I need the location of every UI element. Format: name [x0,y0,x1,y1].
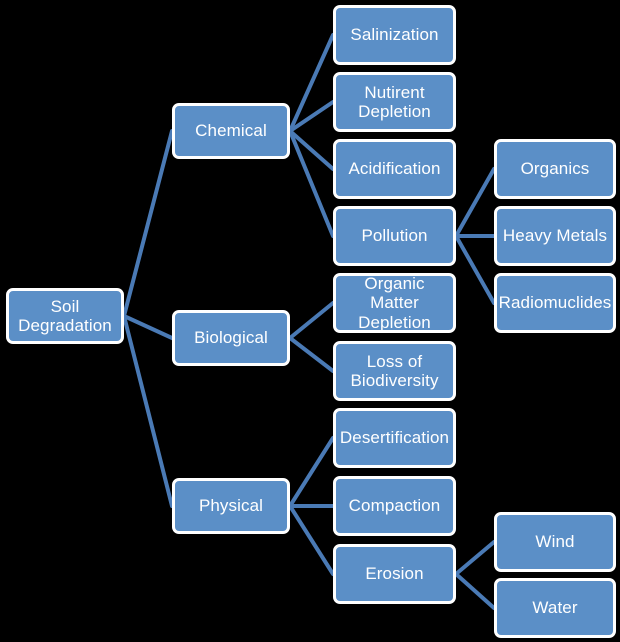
node-biological[interactable]: Biological [172,310,290,366]
connector-erosion-to-wind [454,540,496,576]
connector-chemical-to-pollution [288,129,335,238]
node-label-desertification: Desertification [339,428,450,448]
node-acidification[interactable]: Acidification [333,139,456,199]
node-salinization[interactable]: Salinization [333,5,456,65]
connector-chemical-to-acidification [288,129,335,171]
node-label-chemical: Chemical [195,121,267,141]
node-label-salinization: Salinization [350,25,439,45]
node-label-biological: Biological [194,328,268,348]
node-desertification[interactable]: Desertification [333,408,456,468]
node-label-erosion: Erosion [365,564,424,584]
node-label-pollution: Pollution [361,226,428,246]
connector-soil-degradation-to-physical [122,314,174,508]
node-label-physical: Physical [198,496,264,516]
node-compaction[interactable]: Compaction [333,476,456,536]
connector-chemical-to-nutirent-depletion [288,100,335,133]
node-label-organics: Organics [520,159,590,179]
node-label-compaction: Compaction [348,496,441,516]
node-label-organic-matter-depletion: Organic Matter Depletion [358,274,431,332]
connector-pollution-to-radiomuclides [454,234,496,305]
node-label-wind: Wind [535,532,575,552]
node-chemical[interactable]: Chemical [172,103,290,159]
node-label-acidification: Acidification [348,159,441,179]
connector-chemical-to-salinization [288,33,335,133]
connector-erosion-to-water [454,572,496,610]
connector-soil-degradation-to-biological [122,314,174,340]
node-organics[interactable]: Organics [494,139,616,199]
node-label-soil-degradation: Soil Degradation [18,296,112,335]
node-label-heavy-metals: Heavy Metals [502,226,608,246]
connector-physical-to-desertification [288,436,335,508]
node-loss-of-biodiversity[interactable]: Loss of Biodiversity [333,341,456,401]
node-physical[interactable]: Physical [172,478,290,534]
connector-soil-degradation-to-chemical [122,129,174,318]
node-erosion[interactable]: Erosion [333,544,456,604]
node-wind[interactable]: Wind [494,512,616,572]
node-label-loss-of-biodiversity: Loss of Biodiversity [350,351,439,390]
node-organic-matter-depletion[interactable]: Organic Matter Depletion [333,273,456,333]
node-pollution[interactable]: Pollution [333,206,456,266]
node-radiomuclides[interactable]: Radiomuclides [494,273,616,333]
connector-physical-to-erosion [288,504,335,576]
node-nutirent-depletion[interactable]: Nutirent Depletion [333,72,456,132]
connector-biological-to-organic-matter-depletion [288,301,335,340]
connector-biological-to-loss-of-biodiversity [288,336,335,373]
node-heavy-metals[interactable]: Heavy Metals [494,206,616,266]
node-label-water: Water [532,598,578,618]
node-soil-degradation[interactable]: Soil Degradation [6,288,124,344]
connector-pollution-to-organics [454,167,496,238]
node-water[interactable]: Water [494,578,616,638]
node-label-radiomuclides: Radiomuclides [498,293,612,313]
node-label-nutirent-depletion: Nutirent Depletion [358,82,431,121]
